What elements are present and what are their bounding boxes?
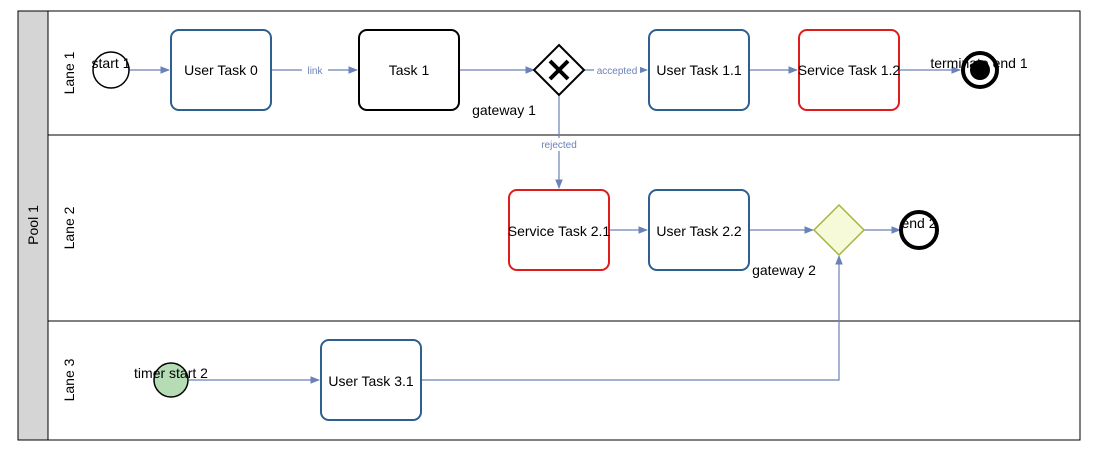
user-task-0[interactable]: User Task 0 bbox=[170, 29, 272, 111]
pool-label: Pool 1 bbox=[25, 205, 41, 245]
close-x-icon bbox=[548, 59, 570, 81]
start-event-1-label: start 1 bbox=[92, 55, 131, 71]
edge-label-rejected: rejected bbox=[541, 140, 577, 151]
service-task-2-1[interactable]: Service Task 2.1 bbox=[508, 189, 611, 271]
user-task-1-1[interactable]: User Task 1.1 bbox=[648, 29, 750, 111]
service-task-2-1-label: Service Task 2.1 bbox=[508, 223, 611, 239]
user-task-2-2[interactable]: User Task 2.2 bbox=[648, 189, 750, 271]
terminate-end-event-1[interactable] bbox=[961, 51, 999, 89]
pool: Pool 1 bbox=[17, 10, 1081, 441]
lane-3: Lane 3 bbox=[47, 320, 1081, 441]
lane-1-label: Lane 1 bbox=[61, 51, 77, 94]
pool-header bbox=[17, 10, 49, 441]
flow-usertask31-gateway2[interactable] bbox=[421, 255, 843, 381]
start-event-1[interactable] bbox=[92, 51, 130, 89]
end-2-label: end 2 bbox=[901, 215, 936, 231]
user-task-0-label: User Task 0 bbox=[184, 62, 258, 78]
service-task-1-2-label: Service Task 1.2 bbox=[798, 62, 901, 78]
end-event-2[interactable] bbox=[899, 210, 939, 250]
service-task-1-2[interactable]: Service Task 1.2 bbox=[798, 29, 901, 111]
edge-labels: link accepted rejected bbox=[302, 64, 640, 151]
lane-3-label: Lane 3 bbox=[61, 358, 77, 401]
task-1[interactable]: Task 1 bbox=[358, 29, 460, 111]
task-1-label: Task 1 bbox=[389, 62, 430, 78]
user-task-2-2-label: User Task 2.2 bbox=[656, 223, 742, 239]
lane-2-label: Lane 2 bbox=[61, 206, 77, 249]
edge-label-accepted: accepted bbox=[597, 66, 638, 77]
user-task-3-1[interactable]: User Task 3.1 bbox=[320, 339, 422, 421]
gateway-1-label: gateway 1 bbox=[472, 102, 536, 118]
gateway-2[interactable] bbox=[812, 203, 866, 257]
terminate-end-1-label: terminate end 1 bbox=[930, 55, 1027, 71]
timer-start-2-label: timer start 2 bbox=[134, 365, 208, 381]
edge-label-link: link bbox=[307, 66, 323, 77]
user-task-1-1-label: User Task 1.1 bbox=[656, 62, 742, 78]
gateway-2-label: gateway 2 bbox=[752, 262, 816, 278]
timer-start-event-2[interactable] bbox=[153, 362, 189, 398]
user-task-3-1-label: User Task 3.1 bbox=[328, 373, 414, 389]
exclusive-gateway-1[interactable] bbox=[532, 43, 586, 97]
